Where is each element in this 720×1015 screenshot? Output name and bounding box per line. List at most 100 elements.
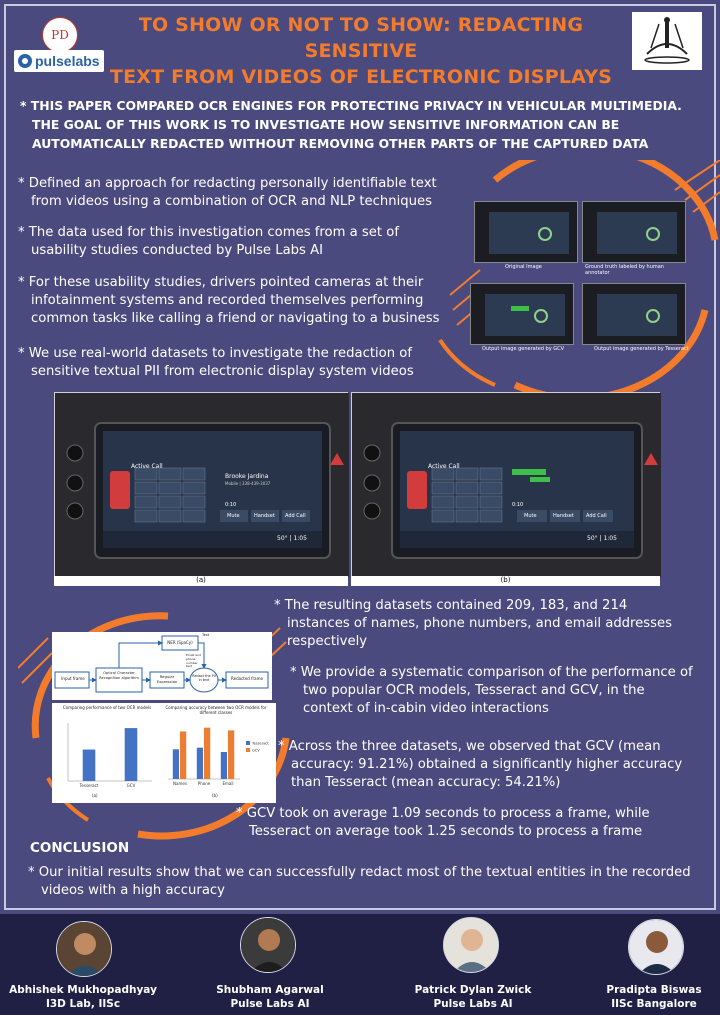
- author-3: Patrick Dylan Zwick Pulse Labs AI: [400, 983, 546, 1011]
- mute-button: Mute: [227, 513, 240, 519]
- chart-b-legend-label: GCV: [252, 749, 260, 753]
- bullet-data-source: * The data used for this investigation c…: [18, 225, 399, 258]
- thumbnail-caption: Output image generated by GCV: [482, 346, 565, 352]
- node-input-frame: Input frame: [61, 676, 85, 681]
- iisc-seal-logo: [632, 12, 702, 70]
- bullet-usability: * For these usability studies, drivers p…: [18, 275, 440, 326]
- chart-b-caption: (b): [212, 793, 218, 798]
- pd-logo-text: PD: [51, 28, 69, 42]
- conclusion-text: * Our initial results show that we can s…: [28, 865, 691, 898]
- handset-button: Handset: [254, 513, 275, 519]
- chart-a-title: Comparing performance of two OCR models: [62, 705, 152, 710]
- chart-b-bar: [180, 731, 187, 779]
- pd-logo: PD: [42, 17, 78, 53]
- author-name: Abhishek Mukhopadhyay: [9, 984, 157, 996]
- edge-label-text: Text: [202, 633, 210, 637]
- screen-thumbnail-icon: [489, 212, 569, 254]
- decorative-arc-top: [438, 160, 720, 400]
- pipeline-diagram: Input frame Optical Character Recognitio…: [52, 632, 272, 700]
- node-output-frame: Redacted frame: [231, 676, 263, 681]
- thumbnail-caption: Original Image: [505, 264, 542, 270]
- chart-b-bar: [228, 730, 235, 779]
- node-ocr: Optical Character Recognition algorithm: [99, 671, 139, 680]
- contact-name: Brooke Jardina: [225, 473, 269, 480]
- screen-header: Active Call: [131, 463, 163, 470]
- authors-footer: [0, 914, 720, 1015]
- author-2: Shubham Agarwal Pulse Labs AI: [200, 983, 340, 1011]
- intro-statement: * THIS PAPER COMPARED OCR ENGINES FOR PR…: [20, 98, 682, 151]
- title-line-1: TO SHOW OR NOT TO SHOW: REDACTING SENSIT…: [138, 14, 584, 62]
- photo-b-caption: (b): [351, 576, 660, 586]
- handset-button: Handset: [553, 513, 574, 519]
- author-4: Pradipta Biswas IISc Bangalore: [592, 983, 716, 1011]
- mute-button: Mute: [524, 513, 537, 519]
- contact-number: Mobile | 338-439-3037: [225, 481, 271, 486]
- chart-b-tick-label: Names: [173, 781, 187, 786]
- bullet-dataset-counts: * The resulting datasets contained 209, …: [274, 598, 673, 649]
- author-avatar-1: [56, 921, 112, 977]
- author-1: Abhishek Mukhopadhyay I3D Lab, IISc: [8, 983, 158, 1011]
- thumbnail-tesseract: [582, 283, 686, 345]
- chart-a-bar: [124, 728, 138, 781]
- poster-title: TO SHOW OR NOT TO SHOW: REDACTING SENSIT…: [96, 12, 626, 90]
- person-icon: [444, 918, 498, 972]
- title-line-2: TEXT FROM VIDEOS OF ELECTRONIC DISPLAYS: [109, 66, 613, 88]
- chart-b-title: Comparing accuracy between two OCR model…: [165, 705, 267, 715]
- bullet-real-world: * We use real-world datasets to investig…: [18, 346, 414, 379]
- author-affiliation: Pulse Labs AI: [433, 998, 513, 1010]
- person-icon: [57, 922, 111, 976]
- author-name: Shubham Agarwal: [216, 984, 324, 996]
- screen-thumbnail-icon: [485, 294, 565, 336]
- photo-a-caption: (a): [54, 576, 348, 586]
- person-icon: [629, 920, 683, 974]
- status-bar: 50° | 1:05: [587, 535, 617, 542]
- chart-a-svg: Tesseract GCV: [67, 723, 152, 788]
- node-redact: Redact the PII in text: [192, 674, 216, 683]
- chart-b-tick-label: Phone: [198, 781, 211, 786]
- thumbnail-gcv: [470, 283, 574, 345]
- conclusion-heading: CONCLUSION: [30, 840, 130, 856]
- add-call-button: Add Call: [586, 513, 607, 519]
- screen-header: Active Call: [428, 463, 460, 470]
- bullet-accuracy: * Across the three datasets, we observed…: [278, 739, 683, 790]
- thumbnail-original: [474, 201, 578, 263]
- chart-b-legend-label: Tesseract: [251, 742, 269, 746]
- author-name: Pradipta Biswas: [606, 984, 702, 996]
- node-regex: Regular Expression: [156, 674, 178, 684]
- chart-b-bar: [220, 752, 228, 779]
- results-charts-panel: Comparing performance of two OCR models …: [52, 703, 276, 803]
- screen-thumbnail-icon: [597, 212, 677, 254]
- edge-label-pii: Email and phone number text: [186, 653, 201, 669]
- chart-b-legend-swatch: [246, 748, 250, 752]
- author-affiliation: I3D Lab, IISc: [45, 998, 121, 1010]
- chart-b-legend-swatch: [246, 741, 250, 745]
- author-avatar-4: [628, 919, 684, 975]
- person-icon: [241, 918, 295, 972]
- chart-b-bar: [204, 727, 211, 779]
- decorative-arc-bottom: [18, 612, 290, 840]
- infotainment-screen-icon: [352, 393, 661, 577]
- call-timer: 0:10: [225, 502, 237, 508]
- status-bar: 50° | 1:05: [277, 535, 307, 542]
- author-name: Patrick Dylan Zwick: [414, 984, 532, 996]
- bullet-comparison: * We provide a systematic comparison of …: [290, 665, 693, 716]
- call-timer: 0:10: [512, 502, 524, 508]
- chart-b-bar: [172, 749, 180, 779]
- thumbnail-caption: Output image generated by Tesseract: [594, 346, 689, 352]
- screen-thumbnail-icon: [597, 294, 677, 336]
- chart-a-caption: (a): [92, 793, 98, 798]
- chart-a-tick-label: Tesseract: [79, 783, 99, 788]
- chart-b-tick-label: Email: [222, 781, 233, 786]
- bullet-speed: * GCV took on average 1.09 seconds to pr…: [236, 806, 650, 839]
- pulselabs-logo: pulselabs: [14, 50, 104, 72]
- thumbnail-caption: Ground truth labeled by human annotator: [585, 264, 664, 276]
- chart-a-bar: [82, 749, 96, 781]
- chart-a-tick-label: GCV: [127, 783, 136, 788]
- add-call-button: Add Call: [285, 513, 306, 519]
- iisc-seal-icon: [644, 17, 690, 64]
- bullet-approach: * Defined an approach for redacting pers…: [18, 176, 437, 209]
- thumbnail-ground-truth: [582, 201, 686, 263]
- pulselabs-wordmark: pulselabs: [35, 53, 100, 69]
- author-affiliation: IISc Bangalore: [611, 998, 697, 1010]
